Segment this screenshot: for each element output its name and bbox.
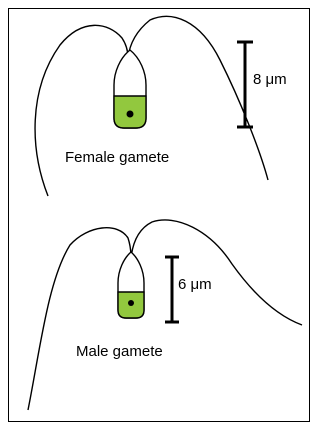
female-gamete [35,16,268,196]
male-flagella [28,220,302,410]
male-nucleus [128,300,134,306]
female-flagella [35,16,268,196]
female-gamete-label: Female gamete [65,149,169,166]
male-gamete [28,220,302,410]
female-nucleus [127,111,134,118]
male-scale-bar [165,257,179,322]
male-scale-label: 6 μm [178,276,212,293]
female-scale-bar [237,42,253,127]
male-gamete-label: Male gamete [76,343,163,360]
female-scale-label: 8 μm [253,71,287,88]
